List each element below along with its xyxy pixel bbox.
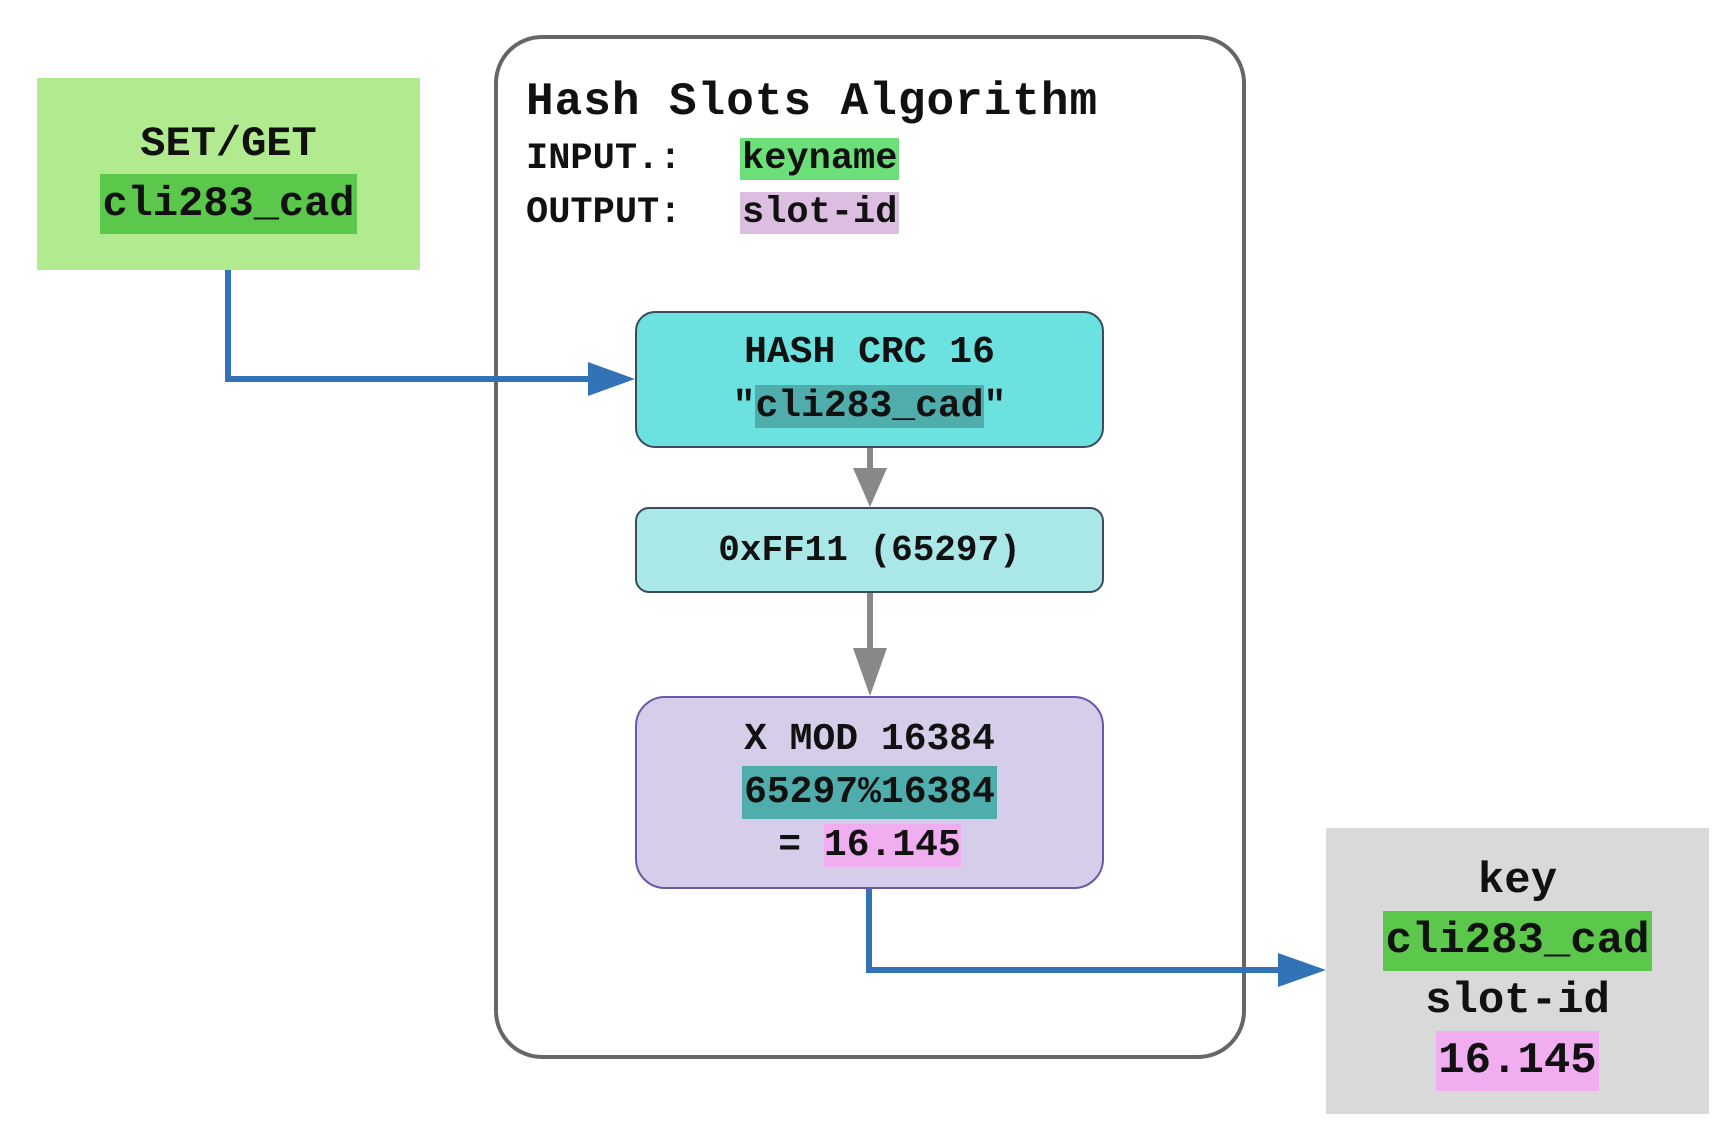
output-key-value: cli283_cad [1383,911,1652,971]
mod-equals: = [778,824,824,867]
algorithm-title: Hash Slots Algorithm [526,76,1099,128]
output-value: slot-id [740,192,900,234]
hex-to-mod-arrowhead [853,648,887,696]
algorithm-input-row: INPUT.: keyname [526,138,900,180]
input-command-box: SET/GET cli283_cad [37,78,420,270]
mod-expression: 65297%16384 [742,766,997,819]
input-value: keyname [740,138,900,180]
mod-step-box: X MOD 16384 65297%16384 = 16.145 [635,696,1104,889]
quote-open: " [732,384,756,428]
hash-key-line: "cli283_cad" [732,380,1007,434]
mod-to-output-arrowhead [1278,953,1326,987]
hash-result: 0xFF11 (65297) [718,529,1021,571]
hash-key: cli283_cad [755,384,984,428]
quote-close: " [983,384,1007,428]
hash-title: HASH CRC 16 [744,330,995,374]
input-to-hash-arrow [225,270,588,382]
command-label: SET/GET [140,120,317,168]
mod-result: 16.145 [823,824,961,867]
input-key: cli283_cad [100,174,357,234]
output-key-label: key [1477,856,1558,906]
hash-crc16-box: HASH CRC 16 "cli283_cad" [635,311,1104,448]
output-slot-box: key cli283_cad slot-id 16.145 [1326,828,1709,1114]
input-to-hash-arrowhead [588,362,635,396]
mod-title: X MOD 16384 [744,718,995,761]
output-label: OUTPUT: [526,192,682,234]
hash-result-box: 0xFF11 (65297) [635,507,1104,593]
output-slot-label: slot-id [1425,976,1610,1026]
mod-to-output-arrow [866,889,1278,973]
output-slot-value: 16.145 [1436,1031,1599,1091]
algorithm-output-row: OUTPUT: slot-id [526,192,900,234]
hash-to-hex-arrowhead [853,468,887,507]
mod-result-line: = 16.145 [778,819,961,872]
input-label: INPUT.: [526,138,682,180]
